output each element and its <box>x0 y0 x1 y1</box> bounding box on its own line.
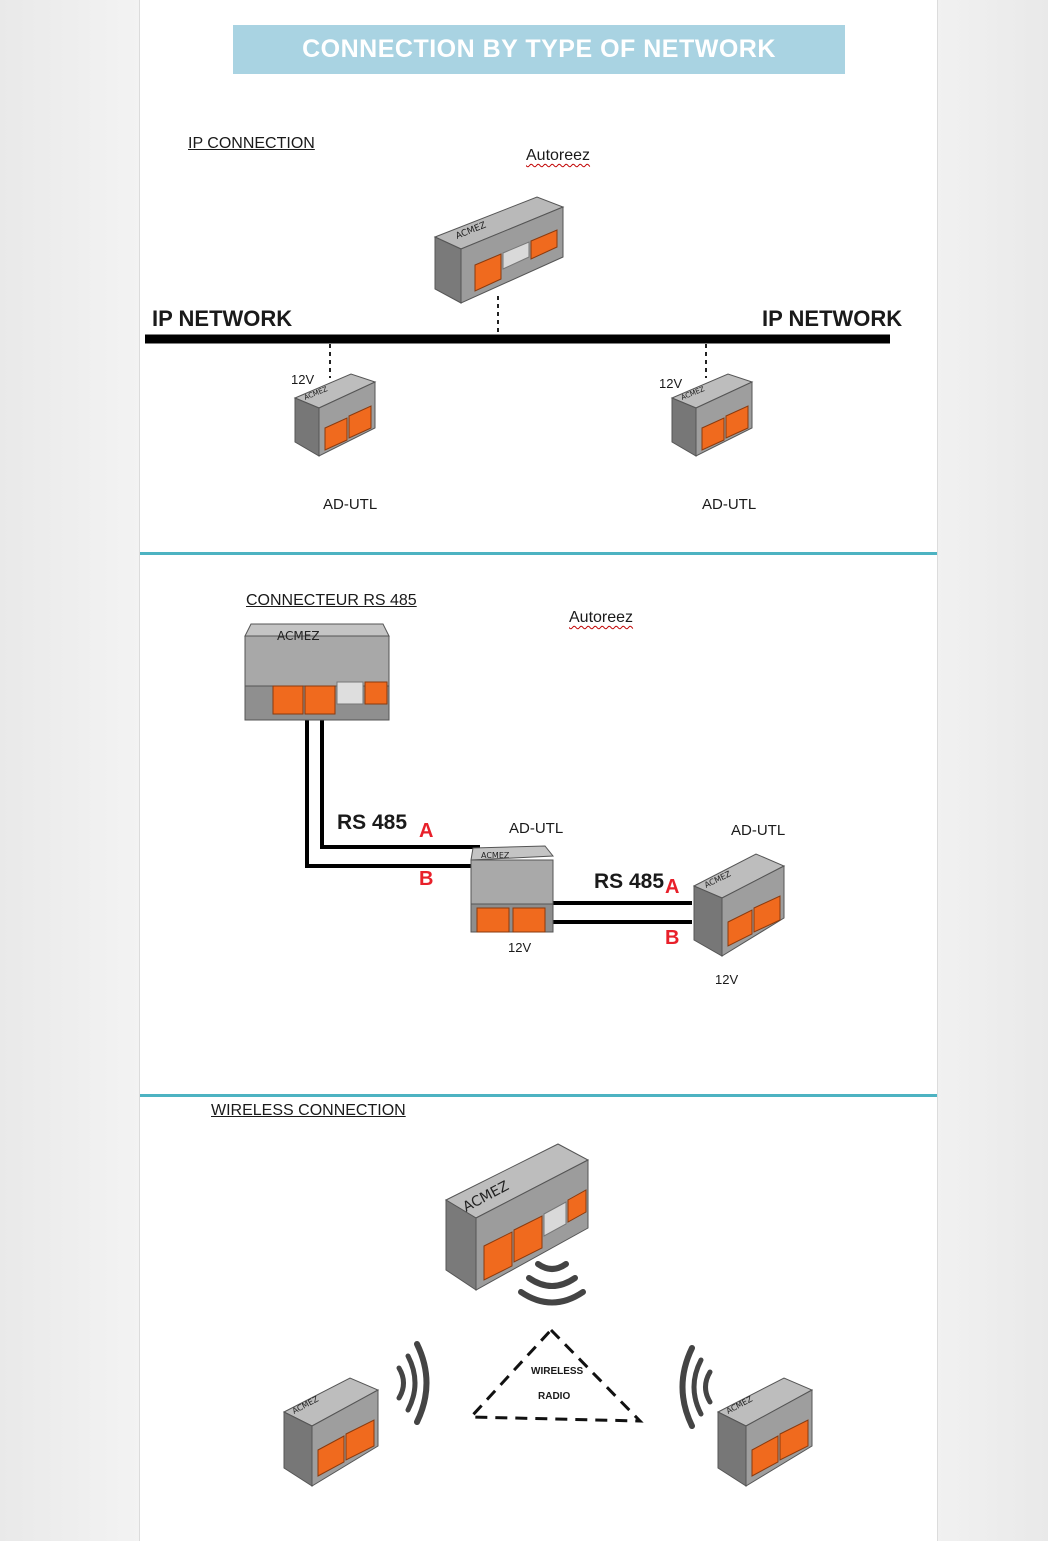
autoreez-controller-wireless: ACMEZ <box>442 1142 592 1294</box>
ad-utl-device-rs485-1: ACMEZ <box>467 842 559 938</box>
svg-text:ACMEZ: ACMEZ <box>277 629 320 643</box>
wireless-radio-label-1: WIRELESS <box>531 1366 583 1377</box>
ad-utl-device-wireless-right: ACMEZ <box>716 1374 816 1490</box>
ad-utl-device-ip-left: ACMEZ <box>293 370 379 460</box>
ad-utl-device-wireless-left: ACMEZ <box>282 1374 382 1490</box>
ad-utl-device-rs485-2: ACMEZ <box>692 850 788 962</box>
document-page: CONNECTION BY TYPE OF NETWORK IP CONNECT… <box>139 0 938 1541</box>
wireless-radio-label-2: RADIO <box>538 1391 570 1402</box>
autoreez-controller-rs485: ACMEZ <box>243 622 393 724</box>
wireless-signal-icon-right <box>683 1348 711 1426</box>
ad-utl-device-ip-right: ACMEZ <box>670 370 756 460</box>
autoreez-logo-icon: ACMEZ <box>481 851 510 860</box>
autoreez-logo-icon: ACMEZ <box>277 629 320 643</box>
wireless-signal-icon-left <box>399 1344 427 1422</box>
svg-text:ACMEZ: ACMEZ <box>481 851 510 860</box>
autoreez-controller-ip: ACMEZ <box>431 195 567 307</box>
